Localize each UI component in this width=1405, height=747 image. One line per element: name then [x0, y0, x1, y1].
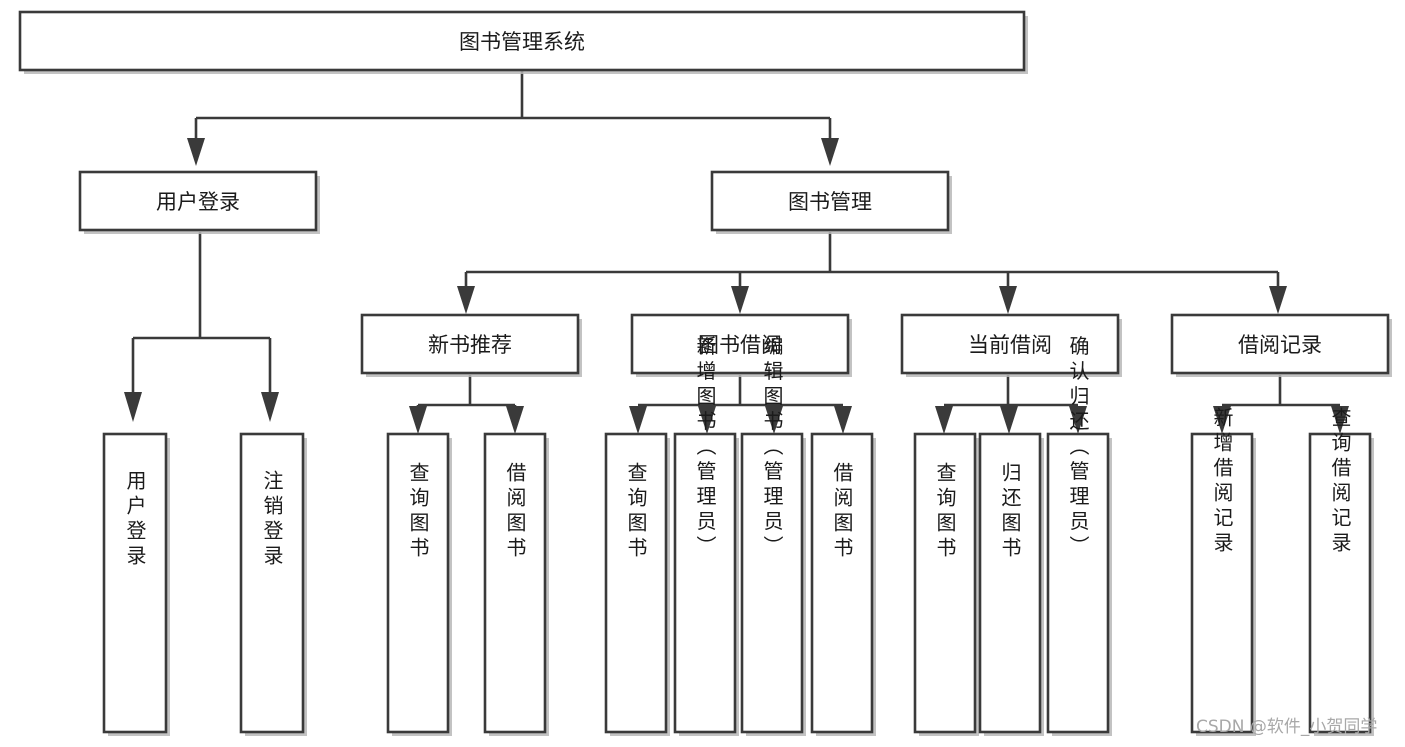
- leaf-user-login-logout[interactable]: 注销登录: [239, 432, 307, 736]
- arrow-head-borrowrecord: [1269, 286, 1287, 314]
- arrow-head-bookborrow-leaf-3: [765, 406, 783, 434]
- node-new-book-recommend[interactable]: 新书推荐: [360, 313, 582, 377]
- node-book-borrow[interactable]: 图书借阅: [630, 313, 852, 377]
- leaf-bookborrow-add-label: 新增图书（管理员）: [693, 335, 717, 560]
- node-book-management-label: 图书管理: [788, 190, 872, 214]
- arrow-head-newbook: [457, 286, 475, 314]
- leaf-user-login-logout-rect: [239, 432, 305, 734]
- node-book-borrow-label: 图书借阅: [698, 333, 782, 357]
- leaf-user-login-login[interactable]: 用户登录: [102, 432, 170, 736]
- leaf-borrowrecord-query-label: 查询借阅记录: [1328, 407, 1352, 557]
- arrow-head-bookmgmt: [821, 138, 839, 166]
- leaf-bookborrow-borrow-rect: [810, 432, 874, 734]
- leaf-borrowrecord-add-rect: [1190, 432, 1254, 734]
- node-root-rect: [18, 10, 1026, 72]
- node-book-management[interactable]: 图书管理: [710, 170, 952, 234]
- node-current-borrow-label: 当前借阅: [968, 333, 1052, 357]
- node-borrow-record[interactable]: 借阅记录: [1170, 313, 1392, 377]
- leaf-currentborrow-confirm-rect: [1046, 432, 1110, 734]
- node-borrow-record-label: 借阅记录: [1238, 333, 1322, 357]
- node-new-book-recommend-rect: [360, 313, 580, 375]
- arrow-head-currentborrow-leaf-1: [935, 406, 953, 434]
- leaf-bookborrow-query[interactable]: 查询图书: [604, 432, 670, 736]
- leaf-bookborrow-edit-rect: [740, 432, 804, 734]
- arrow-head-newbook-leaf-2: [506, 406, 524, 434]
- leaf-bookborrow-borrow[interactable]: 借阅图书: [810, 432, 876, 736]
- node-book-borrow-rect: [630, 313, 850, 375]
- leaf-newbook-query[interactable]: 查询图书: [386, 432, 452, 736]
- node-book-management-rect: [710, 170, 950, 232]
- leaf-borrowrecord-query[interactable]: 查询借阅记录: [1308, 407, 1374, 736]
- node-root-label: 图书管理系统: [459, 30, 585, 54]
- arrow-head-currentborrow: [999, 286, 1017, 314]
- leaf-borrowrecord-add[interactable]: 新增借阅记录: [1190, 407, 1256, 736]
- csdn-watermark: CSDN @软件_小贺同学: [1196, 717, 1377, 737]
- arrow-head-newbook-leaf-1: [409, 406, 427, 434]
- leaf-borrowrecord-query-rect: [1308, 432, 1372, 734]
- leaf-currentborrow-return-label: 归还图书: [998, 462, 1022, 562]
- leaf-bookborrow-edit[interactable]: 编辑图书（管理员）: [740, 335, 806, 736]
- leaf-currentborrow-return[interactable]: 归还图书: [978, 432, 1044, 736]
- leaf-bookborrow-query-rect: [604, 432, 668, 734]
- node-user-login-label: 用户登录: [156, 190, 240, 214]
- leaf-user-login-login-label: 用户登录: [123, 470, 147, 570]
- arrow-head-bookborrow-leaf-2: [698, 406, 716, 434]
- leaf-newbook-borrow-rect: [483, 432, 547, 734]
- arrow-head-userlogin: [187, 138, 205, 166]
- arrow-head-bookborrow: [731, 286, 749, 314]
- arrow-head-leaf-user-logout: [261, 392, 279, 422]
- leaf-bookborrow-query-label: 查询图书: [624, 462, 648, 562]
- leaf-borrowrecord-add-label: 新增借阅记录: [1210, 407, 1234, 557]
- arrow-head-bookborrow-leaf-1: [629, 406, 647, 434]
- leaf-currentborrow-confirm[interactable]: 确认归还（管理员）: [1046, 335, 1112, 736]
- leaf-newbook-query-label: 查询图书: [406, 462, 430, 562]
- arrow-head-currentborrow-leaf-2: [1000, 406, 1018, 434]
- node-user-login-rect: [78, 170, 318, 232]
- leaf-user-login-login-rect: [102, 432, 168, 734]
- node-borrow-record-rect: [1170, 313, 1390, 375]
- leaf-currentborrow-query-rect: [913, 432, 977, 734]
- arrow-head-currentborrow-leaf-3: [1069, 406, 1087, 434]
- arrow-head-bookborrow-leaf-4: [834, 406, 852, 434]
- leaf-newbook-borrow-label: 借阅图书: [503, 462, 527, 562]
- leaf-user-login-logout-label: 注销登录: [260, 470, 284, 570]
- arrow-head-borrowrecord-leaf-2: [1331, 406, 1349, 434]
- node-current-borrow-rect: [900, 313, 1120, 375]
- node-root[interactable]: 图书管理系统: [18, 10, 1028, 74]
- leaf-newbook-borrow[interactable]: 借阅图书: [483, 432, 549, 736]
- leaf-bookborrow-add-rect: [673, 432, 737, 734]
- leaf-currentborrow-query-label: 查询图书: [933, 462, 957, 562]
- leaf-currentborrow-return-rect: [978, 432, 1042, 734]
- leaf-currentborrow-query[interactable]: 查询图书: [913, 432, 979, 736]
- node-new-book-recommend-label: 新书推荐: [428, 333, 512, 357]
- connector-layer: [124, 70, 1349, 434]
- leaf-newbook-query-rect: [386, 432, 450, 734]
- arrow-head-borrowrecord-leaf-1: [1213, 406, 1231, 434]
- node-current-borrow[interactable]: 当前借阅: [900, 313, 1122, 377]
- node-user-login[interactable]: 用户登录: [78, 170, 320, 234]
- leaf-bookborrow-edit-label: 编辑图书（管理员）: [760, 335, 784, 560]
- arrow-head-leaf-user-login: [124, 392, 142, 422]
- leaf-bookborrow-add[interactable]: 新增图书（管理员）: [673, 335, 739, 736]
- leaf-bookborrow-borrow-label: 借阅图书: [830, 462, 854, 562]
- leaf-currentborrow-confirm-label: 确认归还（管理员）: [1066, 335, 1090, 560]
